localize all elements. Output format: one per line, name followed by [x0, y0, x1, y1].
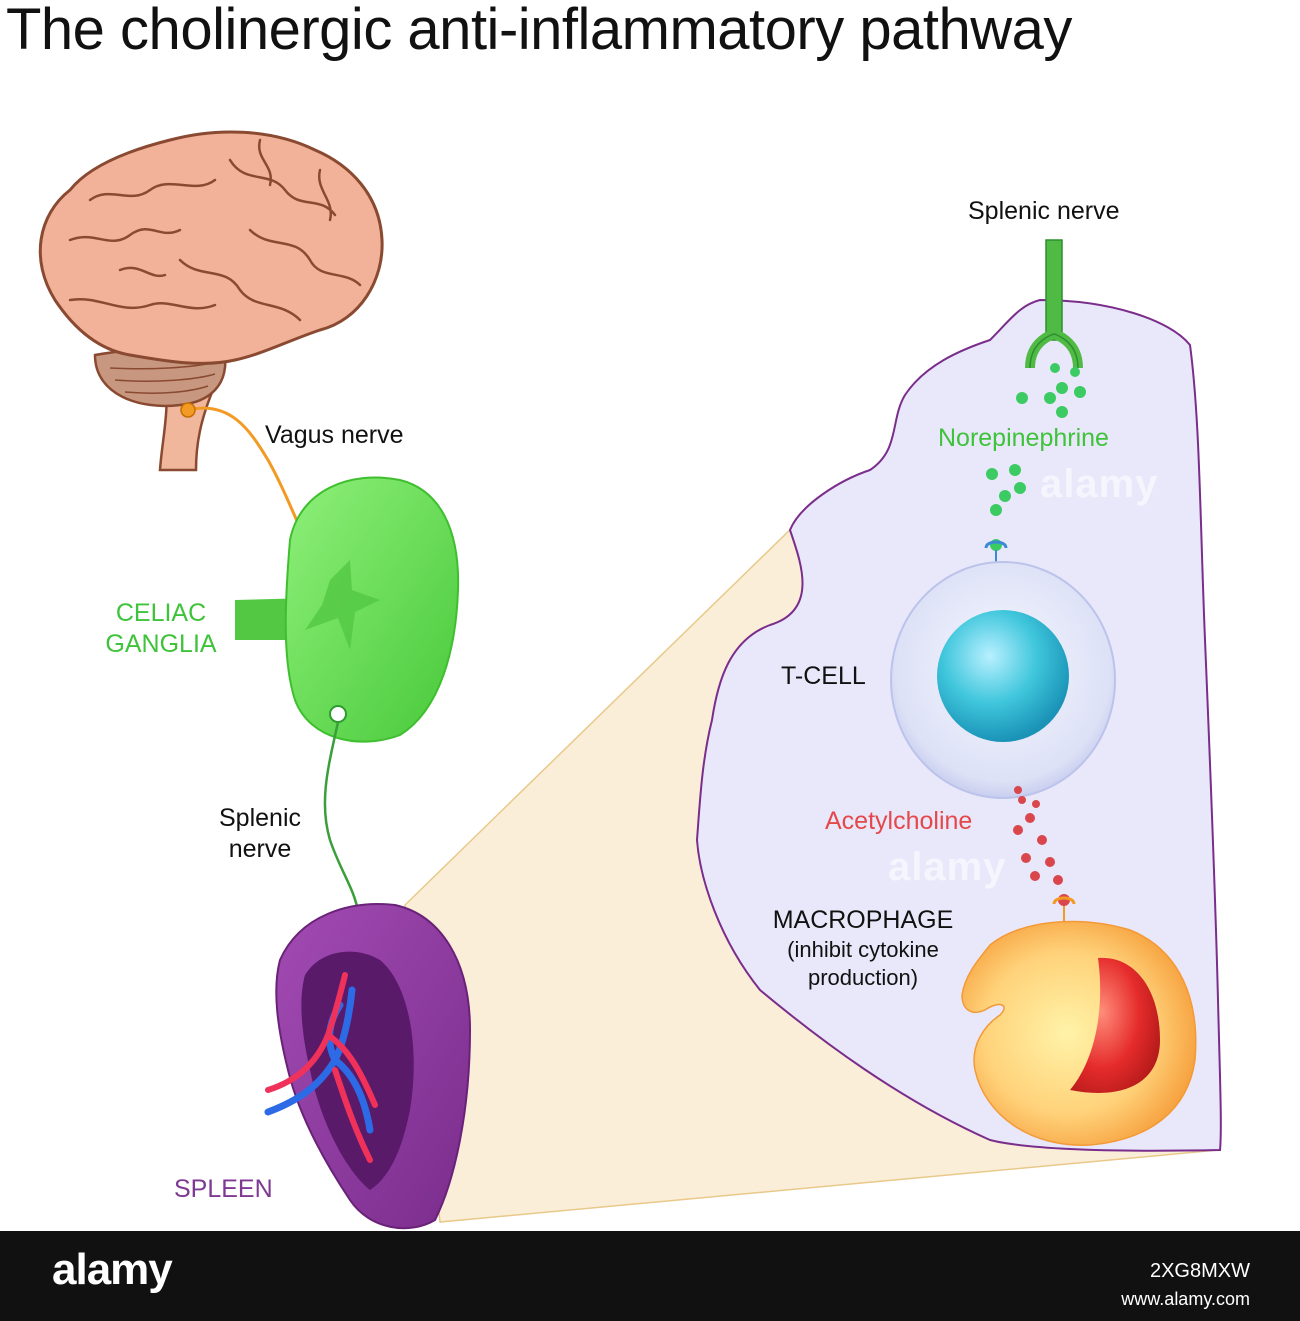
macrophage-label: MACROPHAGE (inhibit cytokine production) [758, 905, 968, 992]
tcell-illustration [890, 561, 1116, 799]
macrophage-label-line3: production) [807, 965, 919, 990]
footer-logo[interactable]: alamy [52, 1245, 173, 1294]
celiac-label-line1: CELIAC [115, 599, 207, 627]
celiac-label-line2: GANGLIA [105, 630, 217, 658]
splenic-nerve-left-line2: nerve [228, 835, 292, 863]
macrophage-label-line1: MACROPHAGE [772, 906, 954, 934]
footer-bar: alamy 2XG8MXW www.alamy.com [0, 1231, 1300, 1321]
splenic-nerve-left-label: Splenic nerve [205, 803, 315, 865]
macrophage-illustration [961, 920, 1197, 1146]
splenic-nerve-terminal [1025, 239, 1083, 369]
brain-gyri [68, 138, 362, 322]
page-title: The cholinergic anti-inflammatory pathwa… [6, 0, 1072, 62]
tcell-label: T-CELL [781, 662, 866, 690]
norepinephrine-vesicles [986, 363, 1086, 516]
celiac-ganglia-illustration [235, 476, 460, 743]
norepinephrine-label: Norepinephrine [938, 424, 1109, 452]
macrophage-label-line2: (inhibit cytokine [787, 937, 939, 962]
brain-illustration [38, 130, 384, 472]
spleen-label: SPLEEN [174, 1175, 273, 1203]
spleen-illustration [264, 903, 472, 1230]
vagus-nerve-label: Vagus nerve [265, 421, 404, 449]
acetylcholine-label: Acetylcholine [825, 807, 973, 835]
splenic-nerve-left-line1: Splenic [219, 804, 301, 832]
footer-image-id: 2XG8MXW [1149, 1260, 1250, 1282]
footer-url[interactable]: www.alamy.com [1121, 1289, 1250, 1309]
splenic-nerve-right-label: Splenic nerve [968, 197, 1120, 225]
cerebrum [38, 130, 384, 365]
macrophage-receptor [1052, 894, 1076, 922]
spleen-artery [265, 972, 378, 1163]
watermark: alamy [888, 845, 1007, 889]
acetylcholine-vesicles [1013, 786, 1063, 885]
watermark: alamy [1040, 462, 1159, 506]
celiac-ganglia-label: CELIAC GANGLIA [92, 598, 230, 660]
